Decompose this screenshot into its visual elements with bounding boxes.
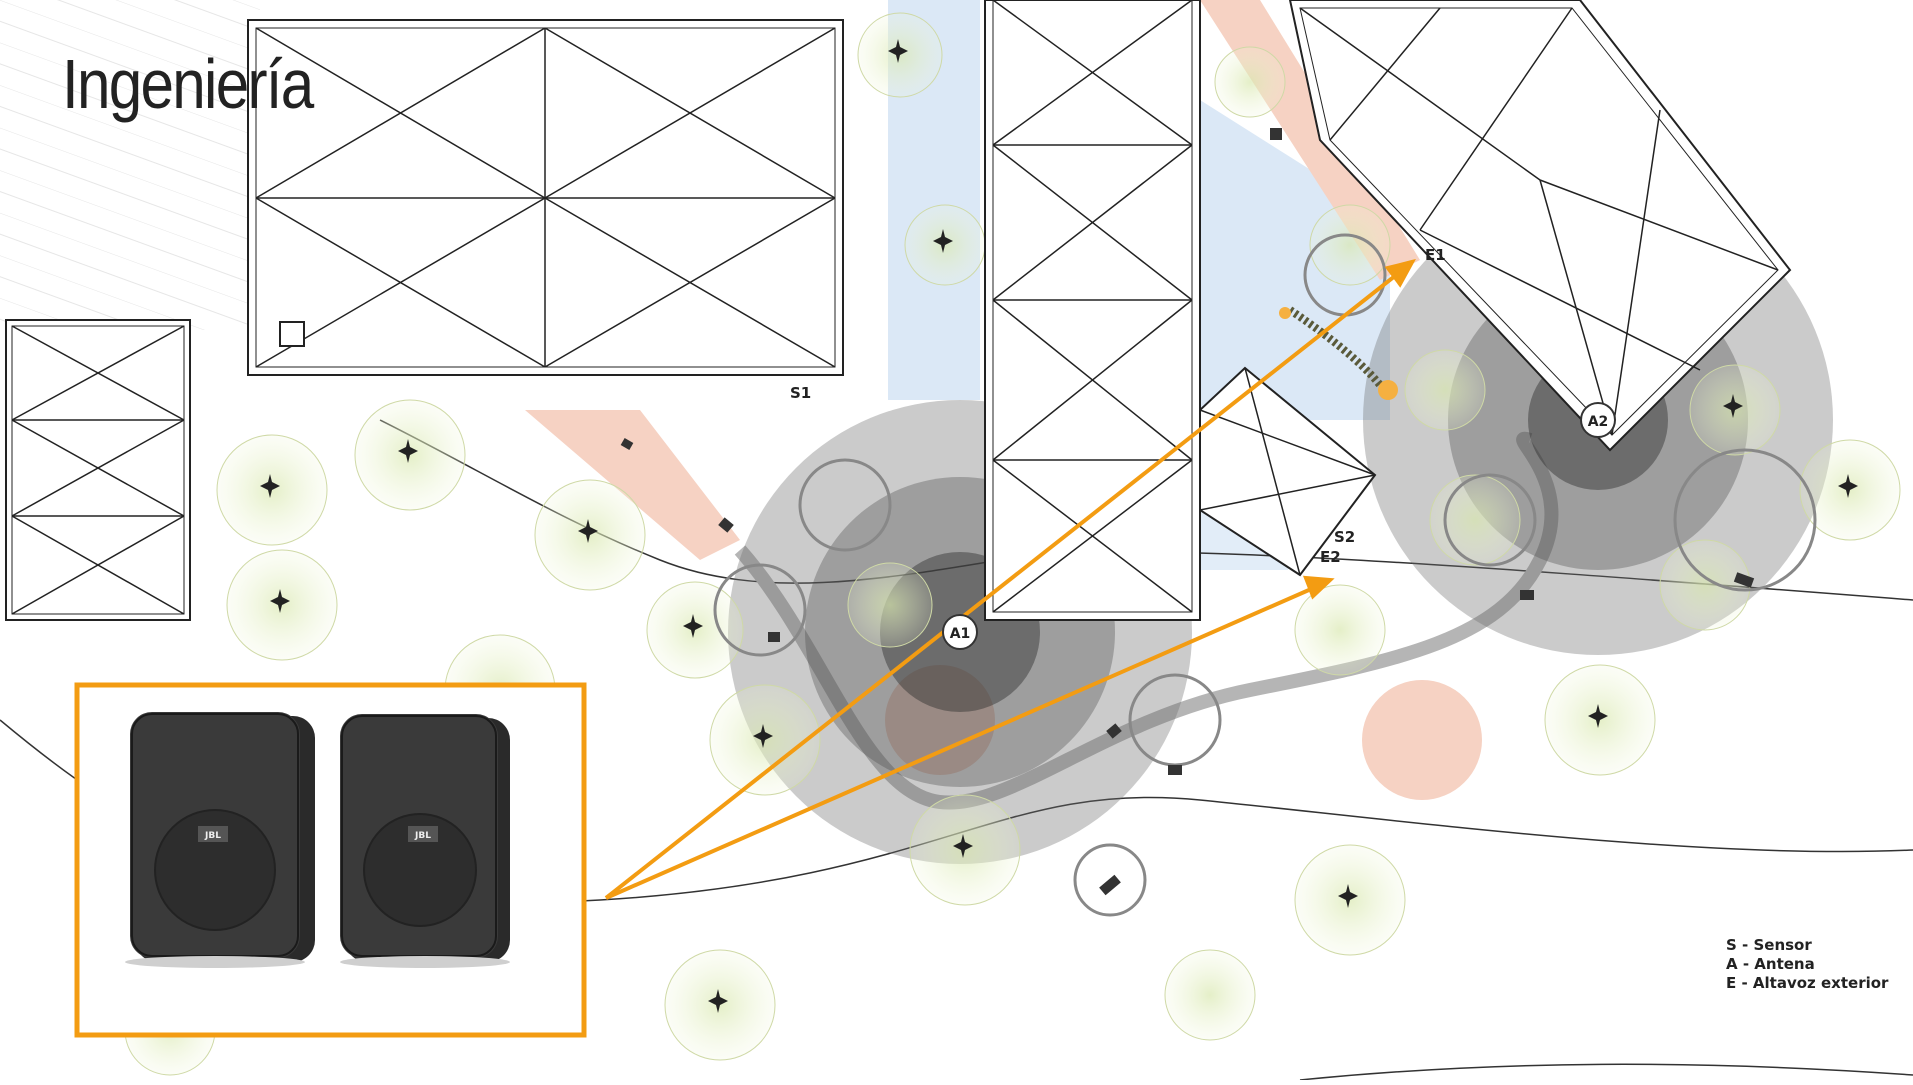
antenna-a2-label: A2 [1588, 414, 1609, 430]
planter-dot-1 [1378, 380, 1398, 400]
legend-item-antenna: A - Antena [1726, 955, 1815, 973]
walkway [734, 431, 1559, 810]
terrain-line-3 [1299, 1063, 1913, 1081]
antenna-a1-label: A1 [950, 626, 971, 642]
sensor-s2-label: S2 [1334, 528, 1355, 546]
planter-dot-2 [1279, 307, 1291, 319]
speaker-right-brand: JBL [414, 831, 431, 841]
building-north-west [247, 19, 844, 376]
paved-area [0, 0, 260, 330]
legend-item-speaker: E - Altavoz exterior [1726, 974, 1889, 992]
page-title: Ingeniería [62, 45, 314, 123]
garden-path-west [525, 410, 740, 560]
antenna-a2-marker: A2 [1580, 402, 1616, 438]
plaza-a [885, 665, 995, 775]
sensor-s1-label: S1 [790, 384, 811, 402]
hedge [1287, 306, 1384, 388]
speaker-left-badge [198, 826, 228, 842]
legend-item-sensor: S - Sensor [1726, 936, 1812, 954]
antenna-a1-marker: A1 [942, 614, 978, 650]
speaker-right-badge [408, 826, 438, 842]
speaker-left-brand: JBL [204, 831, 221, 841]
speaker-callout-arrows [604, 258, 1416, 900]
building-central [984, 0, 1201, 621]
furniture [620, 128, 1755, 896]
speaker-e1-label: E1 [1425, 246, 1446, 264]
speaker-e2-label: E2 [1320, 548, 1341, 566]
tree-markers [260, 39, 1858, 1013]
water-pond [1200, 100, 1390, 420]
speaker-right: JBL [340, 714, 510, 968]
building-pavilion [1199, 366, 1377, 577]
building-north-east [1288, 0, 1792, 452]
legend: S - Sensor A - Antena E - Altavoz exteri… [1726, 936, 1888, 993]
building-west [5, 319, 191, 621]
plaza-b [1362, 680, 1482, 800]
speaker-left: JBL [125, 712, 315, 968]
